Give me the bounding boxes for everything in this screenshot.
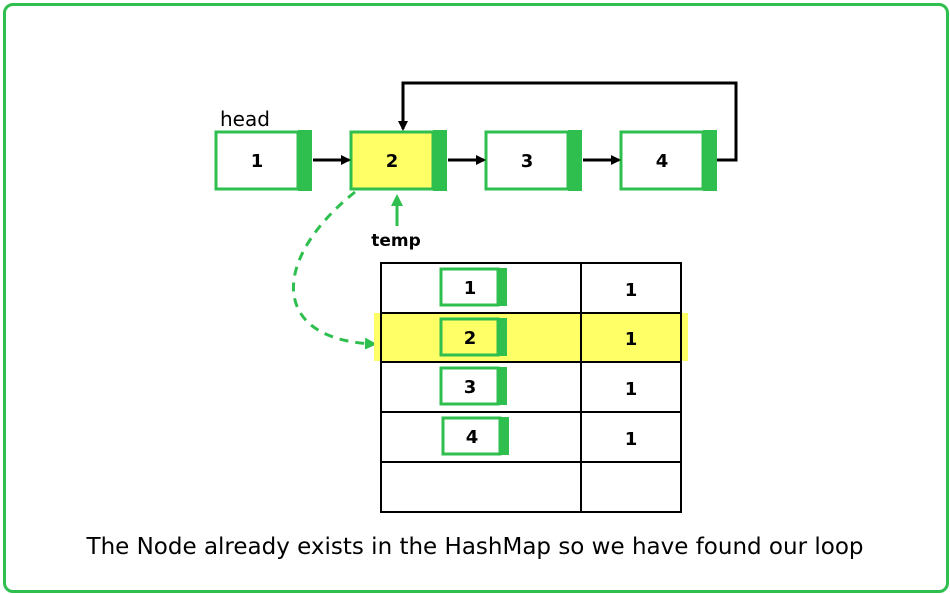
hashmap-count: 1: [625, 379, 638, 400]
list-node-value: 1: [251, 151, 264, 172]
caption: The Node already exists in the HashMap s…: [86, 534, 864, 560]
list-node-value: 4: [656, 151, 669, 172]
loop-back-arrow: [398, 81, 738, 162]
list-node-1: 1: [214, 130, 312, 191]
hashmap-count: 1: [625, 280, 638, 301]
hashmap-count: 1: [625, 329, 638, 350]
hashmap-key: 4: [466, 427, 479, 448]
head-label: head: [220, 107, 270, 131]
hashmap-row: 3 1: [439, 366, 638, 406]
hashmap-table: 1 1 2 1 3 1 4 1: [374, 262, 688, 513]
lookup-dashed-arrow: [292, 190, 377, 350]
hashmap-key: 2: [464, 328, 477, 349]
hashmap-key: 3: [464, 377, 477, 398]
hashmap-row: 1 1: [439, 267, 638, 307]
list-node-value: 3: [521, 151, 534, 172]
list-node-value: 2: [386, 151, 399, 172]
hashmap-row: 4 1: [441, 416, 638, 456]
list-node-3: 3: [484, 130, 582, 191]
hashmap-count: 1: [625, 429, 638, 450]
hashmap-key: 1: [464, 278, 477, 299]
list-node-2: 2: [349, 130, 447, 191]
hashmap-highlight-row: [374, 313, 688, 361]
list-node-4: 4: [619, 130, 717, 191]
hashmap-row: 2 1: [439, 317, 638, 357]
temp-label: temp: [371, 231, 421, 251]
